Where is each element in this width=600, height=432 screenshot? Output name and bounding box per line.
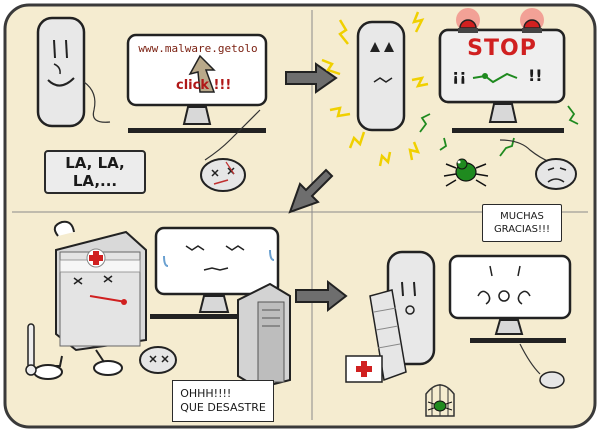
siren-icon: [456, 8, 544, 33]
stop-sign-text: STOP: [467, 36, 537, 61]
electric-zaps: [321, 11, 429, 167]
bandage-wrap: [369, 289, 407, 382]
virus-bug-icon: [443, 158, 489, 187]
red-cross-icon: [345, 355, 383, 383]
thermometer-icon: [25, 323, 37, 376]
click-prompt-text: click !!!: [176, 78, 232, 93]
stop-monitor: [438, 28, 566, 133]
speech-bubble-la-la-text: LA, LA, LA,...: [65, 154, 125, 190]
arrow-down-left-icon: [288, 168, 334, 214]
malware-monitor: [126, 33, 268, 133]
virus-cage: [425, 384, 455, 417]
comic-frame: [3, 3, 597, 429]
tower-character: [36, 16, 111, 128]
virus-worms: [419, 105, 579, 157]
panel-4: [345, 250, 572, 417]
red-cross-icon: [86, 248, 106, 268]
cursor-arrow-icon: [188, 54, 216, 93]
speech-bubble-gracias-text: MUCHAS GRACIAS!!!: [493, 211, 551, 235]
screen-left-marks: ¡¡: [452, 66, 467, 85]
panel-2: [321, 8, 579, 190]
malware-url-text: www.malware.getolo: [138, 42, 258, 55]
mouse-dead: [139, 346, 177, 374]
arrow-right-icon: [295, 279, 348, 313]
tower-scared: [356, 20, 406, 132]
speech-bubble-desastre: OHHH!!!! QUE DESASTRE: [172, 380, 274, 422]
speech-bubble-desastre-text: OHHH!!!! QUE DESASTRE: [180, 387, 266, 414]
screen-right-marks: !!: [528, 66, 543, 85]
happy-monitor: [448, 254, 572, 343]
mouse-sad: [499, 139, 577, 190]
tower-sick: [33, 220, 147, 380]
mouse-normal: [519, 343, 565, 389]
speech-bubble-la-la: LA, LA, LA,...: [44, 150, 146, 194]
arrow-right-icon: [285, 62, 338, 94]
sad-monitor: [150, 226, 280, 319]
panel-1: [36, 16, 338, 192]
tower-broken: [237, 282, 291, 390]
mouse-bitten: [200, 109, 261, 192]
speech-bubble-gracias: MUCHAS GRACIAS!!!: [482, 204, 562, 242]
panel-3: [25, 220, 348, 390]
